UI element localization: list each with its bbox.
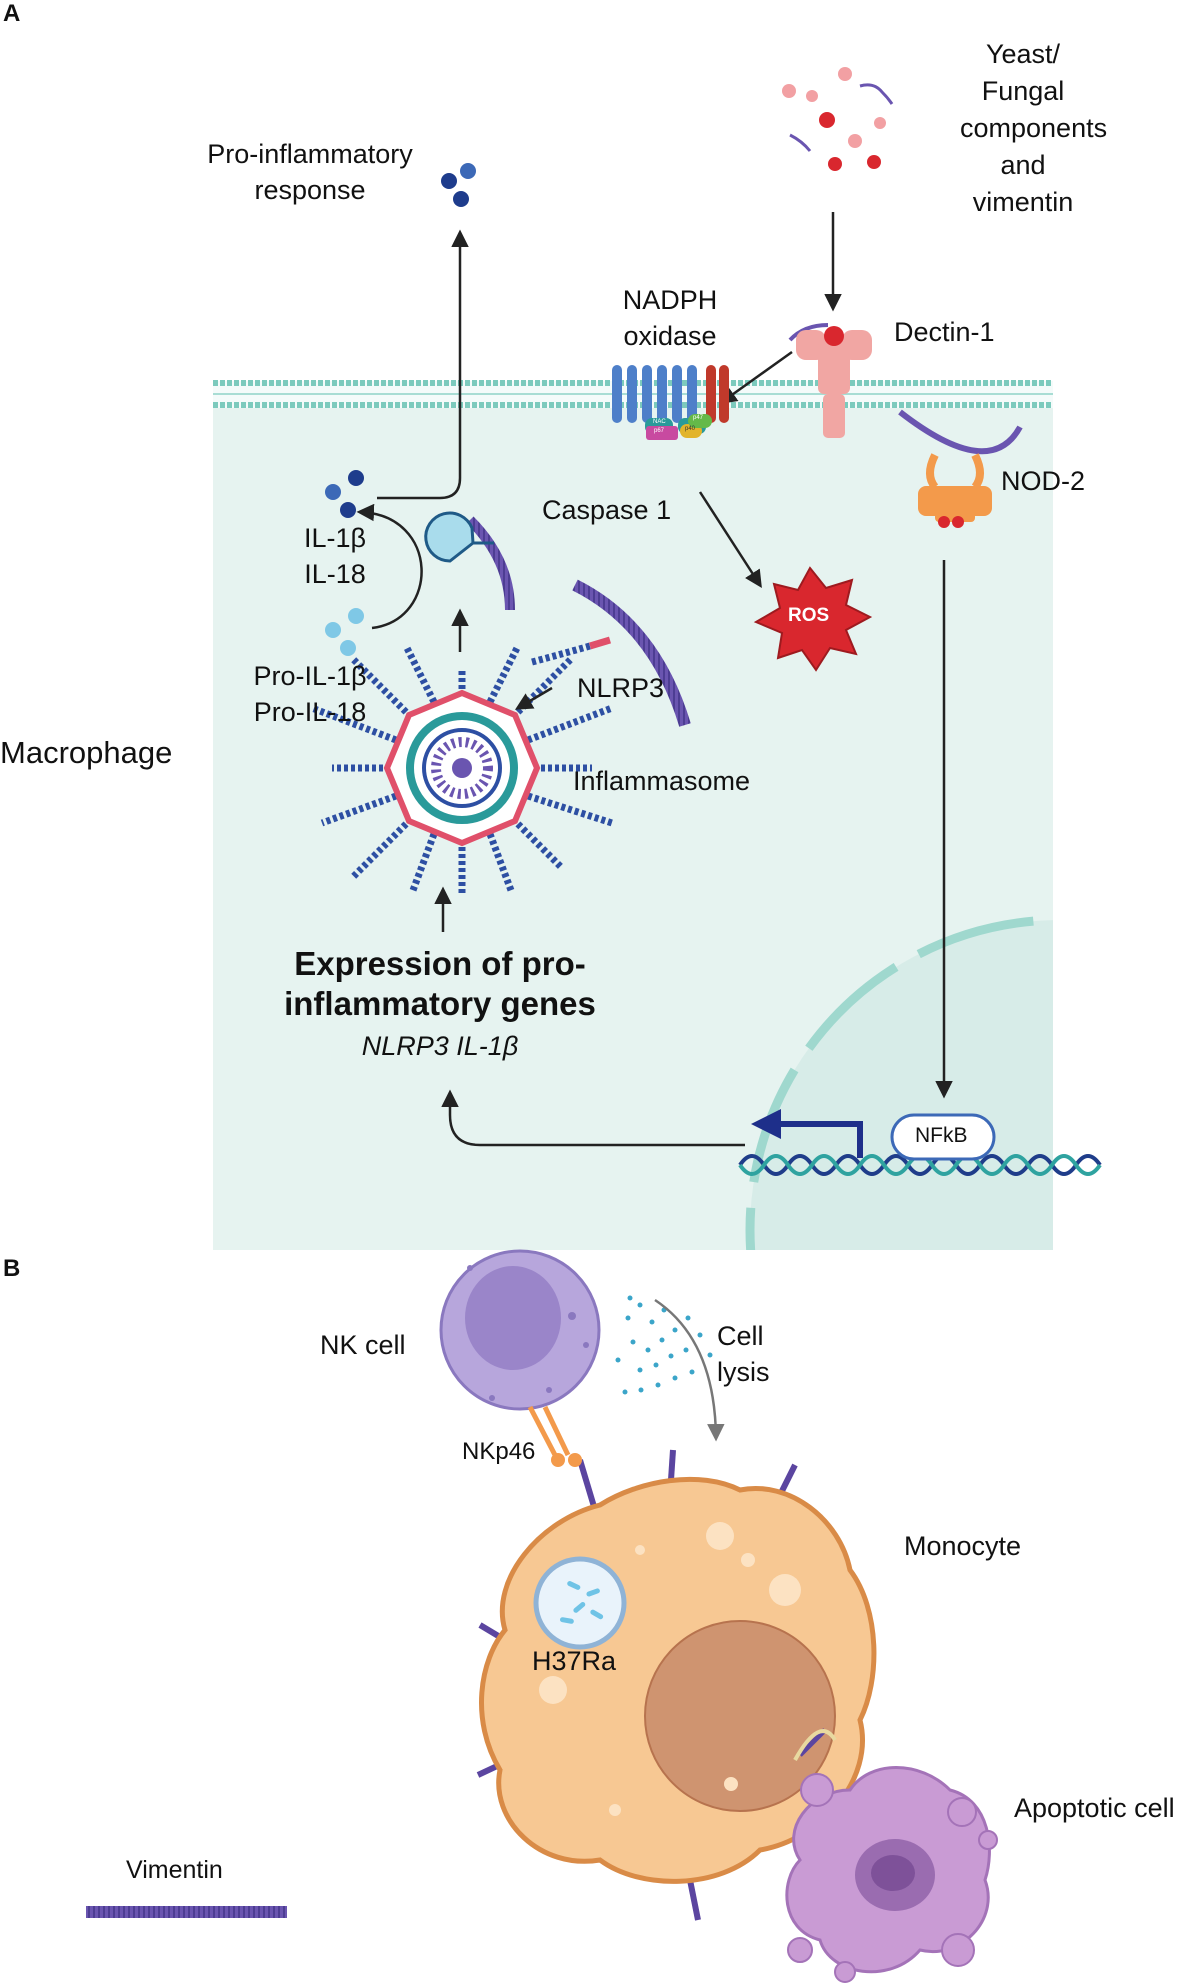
nlrp3-label: NLRP3: [577, 673, 665, 703]
nod2-receptor: [898, 409, 1023, 528]
pro-il-to-il-arrow: [356, 503, 423, 630]
pro-il-label: Pro-IL-1β Pro-IL-18: [253, 661, 367, 727]
nadph-subunit-p47: p47: [693, 415, 704, 421]
apoptotic-cell: [785, 1728, 998, 1983]
nadph-to-ros-arrow: [698, 491, 762, 588]
nfkb-box: [890, 1113, 996, 1161]
nfkb-to-expression-arrow: [441, 1089, 745, 1147]
nk-cell-label: NK cell: [320, 1330, 406, 1360]
pro-inflammatory-response-label: Pro-inflammatory response: [207, 139, 413, 205]
inflammasome: [310, 646, 614, 895]
ros-burst: [753, 566, 873, 672]
nk-cell: [439, 1249, 601, 1411]
apoptotic-cell-label: Apoptotic cell: [1014, 1793, 1175, 1823]
ros-label: ROS: [788, 605, 830, 626]
nkp46-label: NKp46: [462, 1438, 536, 1465]
vimentin-legend-bar: [86, 1906, 287, 1918]
cell-lysis-label: Cell lysis: [717, 1321, 770, 1387]
nadph-subunit-p40: p40: [685, 426, 696, 432]
pro-il-dots: [325, 608, 364, 656]
lysis-granules: [615, 1295, 713, 1395]
transcription-start-arrow: [751, 1109, 863, 1158]
panel-b-letter: B: [3, 1255, 21, 1282]
h37ra-label: H37Ra: [532, 1646, 617, 1676]
dectin-to-nadph-arrow: [719, 350, 793, 405]
nod2-label: NOD-2: [1001, 466, 1086, 496]
vimentin-legend-label: Vimentin: [126, 1856, 223, 1884]
expression-genes: NLRP3 IL-1β: [361, 1031, 519, 1061]
dectin1-receptor: [788, 323, 872, 438]
yeast-fungal-particles: [782, 67, 894, 171]
caspase1-label: Caspase 1: [542, 495, 672, 525]
inflammasome-label: Inflammasome: [573, 766, 751, 796]
expression-title: Expression of pro- inflammatory genes: [284, 945, 596, 1022]
il-to-response-arrow: [377, 229, 469, 500]
nlrp3-molecule: [531, 579, 691, 727]
panel-a-letter: A: [3, 0, 21, 27]
nkp46-receptor: [527, 1405, 582, 1467]
yeast-fungal-label: Yeast/ Fungal components and vimentin: [960, 39, 1108, 217]
nfkb-label: NFkB: [915, 1124, 968, 1147]
mature-il-dots: [325, 470, 364, 518]
h37ra-phagosome: [533, 1556, 627, 1650]
macrophage-label: Macrophage: [0, 735, 173, 770]
nlrp3-to-inflammasome-arrow: [514, 686, 553, 710]
monocyte-label: Monocyte: [904, 1531, 1022, 1561]
nadph-oxidase: [612, 365, 729, 440]
nadph-subunit-nac: NAC: [653, 419, 666, 425]
dectin1-label: Dectin-1: [894, 317, 995, 347]
nadph-oxidase-label: NADPH oxidase: [622, 285, 718, 351]
caspase1-molecule: [424, 511, 515, 611]
lysis-arrow: [654, 1298, 725, 1442]
nadph-subunit-p67: p67: [654, 428, 665, 434]
il-mature-label: IL-1β IL-18: [303, 523, 367, 589]
secreted-cytokine-dots: [441, 163, 476, 207]
